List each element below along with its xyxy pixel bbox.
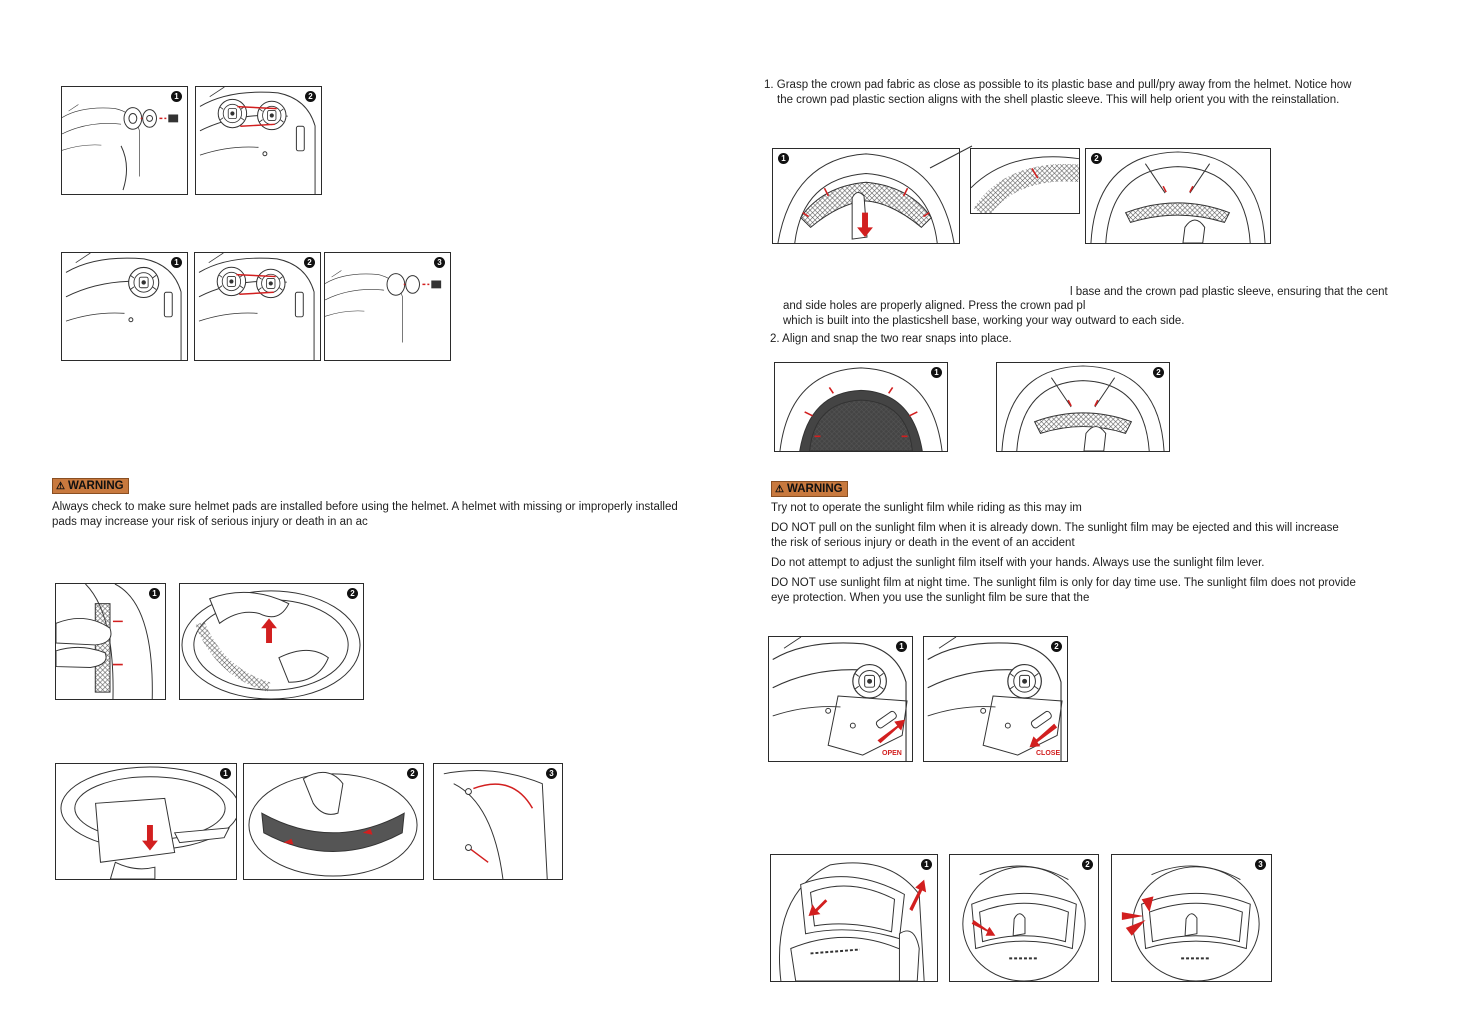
warning-text-line: pads may increase your risk of serious i…: [52, 516, 368, 528]
figure-neck-roll-step-2: 2: [243, 763, 424, 880]
step-badge: 2: [304, 257, 315, 268]
reinstall-text-line: l base and the crown pad plastic sleeve,…: [1070, 286, 1388, 298]
reinstall-text-line: and side holes are properly aligned. Pre…: [783, 300, 1086, 312]
figure-crown-pad-install-step-1: 1: [774, 362, 948, 452]
crown-pad-step-1-line: 1. Grasp the crown pad fabric as close a…: [764, 79, 1352, 91]
warning-triangle-icon: ⚠: [56, 481, 65, 492]
step-badge: 2: [407, 768, 418, 779]
reinstall-text-line: which is built into the plasticshell bas…: [783, 315, 1185, 327]
callout-line: [929, 145, 973, 169]
step-badge: 2: [305, 91, 316, 102]
warning-item: eye protection. When you use the sunligh…: [771, 592, 1090, 604]
step-badge: 1: [171, 91, 182, 102]
figure-visor-removal-step-1: 1: [61, 86, 188, 195]
warning-triangle-icon: ⚠: [775, 484, 784, 495]
warning-text-line: Always check to make sure helmet pads ar…: [52, 501, 678, 513]
warning-item: the risk of serious injury or death in t…: [771, 537, 1075, 549]
figure-neck-roll-step-1: 1: [55, 763, 237, 880]
figure-crown-pad-detail: [970, 148, 1080, 214]
step-badge: 2: [1091, 153, 1102, 164]
lever-close-label: CLOSE: [1036, 750, 1061, 757]
figure-neck-roll-step-3: 3: [433, 763, 563, 880]
warning-item: Try not to operate the sunlight film whi…: [771, 502, 1082, 514]
figure-visor-change-step-2: 2: [949, 854, 1099, 982]
step-badge: 2: [1153, 367, 1164, 378]
warning-item: DO NOT pull on the sunlight film when it…: [771, 522, 1339, 534]
warning-label: ⚠WARNING: [771, 481, 848, 497]
figure-crown-pad-removal-step-1: 1: [772, 148, 960, 244]
figure-cheek-pad-removal-step-2: 2: [179, 583, 364, 700]
figure-visor-install-step-1: 1: [61, 252, 188, 361]
figure-sun-lever-close: 2 CLOSE: [923, 636, 1068, 762]
step-badge: 2: [347, 588, 358, 599]
step-badge: 1: [149, 588, 160, 599]
warning-label: ⚠WARNING: [52, 478, 129, 494]
figure-crown-pad-removal-step-2: 2: [1085, 148, 1271, 244]
reinstall-step-2: 2. Align and snap the two rear snaps int…: [770, 333, 1012, 345]
step-badge: 3: [1255, 859, 1266, 870]
step-badge: 1: [171, 257, 182, 268]
step-badge: 1: [931, 367, 942, 378]
figure-crown-pad-install-step-2: 2: [996, 362, 1170, 452]
figure-cheek-pad-removal-step-1: 1: [55, 583, 166, 700]
step-badge: 1: [220, 768, 231, 779]
step-badge: 2: [1051, 641, 1062, 652]
warning-item: DO NOT use sunlight film at night time. …: [771, 577, 1356, 589]
step-badge: 1: [921, 859, 932, 870]
figure-visor-removal-step-2: 2: [195, 86, 322, 195]
step-badge: 2: [1082, 859, 1093, 870]
figure-visor-install-step-2: 2: [194, 252, 321, 361]
figure-visor-change-step-3: 3: [1111, 854, 1272, 982]
warning-item: Do not attempt to adjust the sunlight fi…: [771, 557, 1265, 569]
step-badge: 3: [546, 768, 557, 779]
step-badge: 1: [778, 153, 789, 164]
figure-sun-lever-open: 1 OPEN: [768, 636, 913, 762]
figure-visor-change-step-1: 1: [770, 854, 938, 982]
figure-visor-install-step-3: 3: [324, 252, 451, 361]
step-badge: 3: [434, 257, 445, 268]
step-badge: 1: [896, 641, 907, 652]
lever-open-label: OPEN: [882, 750, 902, 757]
crown-pad-step-1-line: the crown pad plastic section aligns wit…: [777, 94, 1340, 106]
